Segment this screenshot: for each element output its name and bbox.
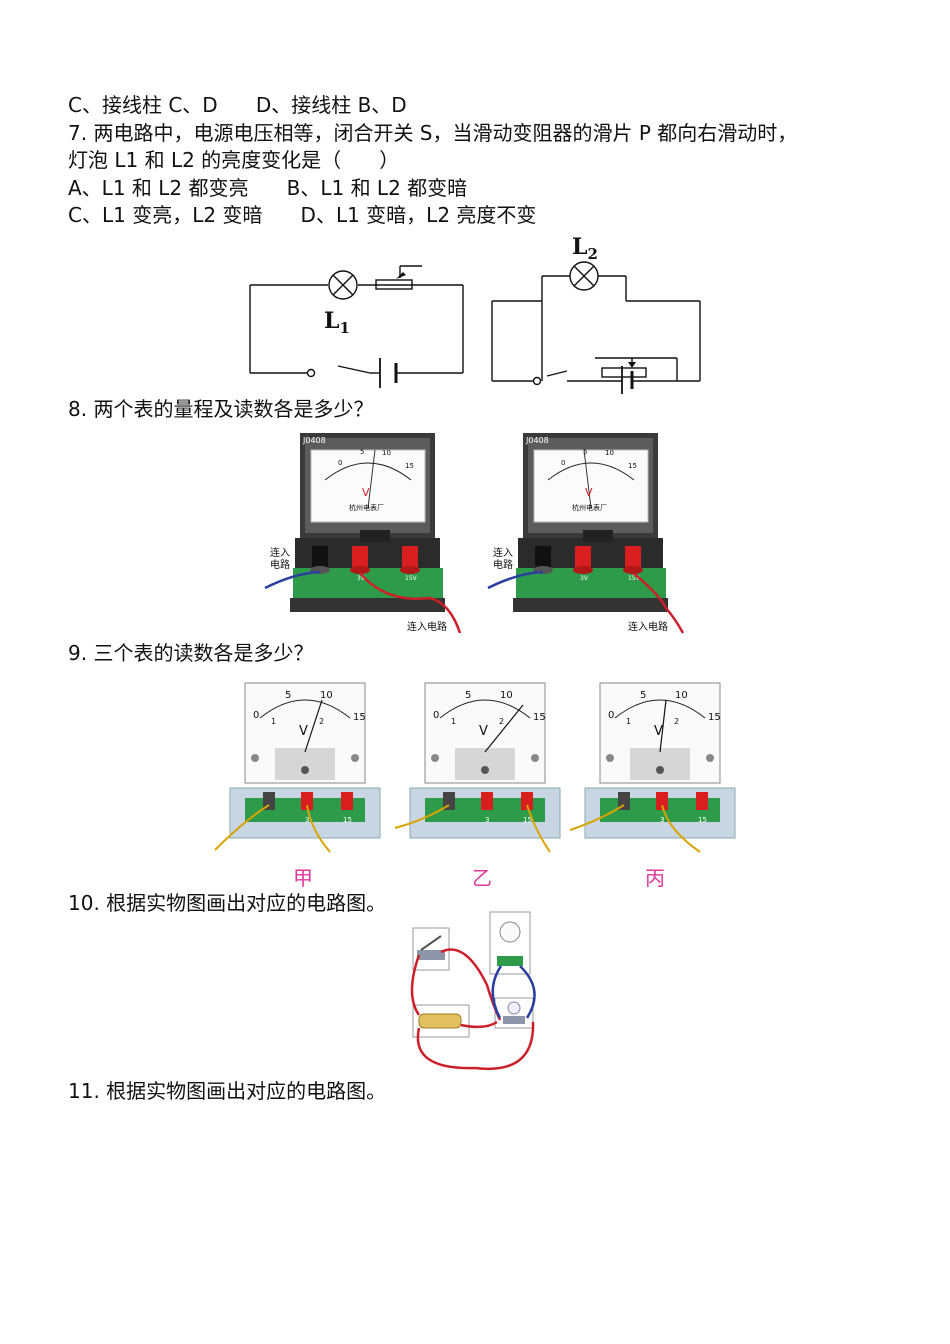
- label-l2: L2: [572, 234, 598, 263]
- svg-text:5: 5: [360, 448, 364, 456]
- svg-text:J0408: J0408: [302, 436, 326, 445]
- svg-text:0: 0: [338, 459, 342, 467]
- svg-text:杭州电表厂: 杭州电表厂: [349, 503, 384, 512]
- svg-text:连入: 连入: [270, 546, 290, 559]
- q7-stem-line1: 7. 两电路中，电源电压相等，闭合开关 S，当滑动变阻器的滑片 P 都向右滑动时…: [68, 121, 798, 145]
- svg-text:3V: 3V: [357, 575, 366, 582]
- caption-yi: 乙: [472, 866, 492, 890]
- q9-voltmeter-jia: 0 5 10 15 1 2 V 3 15: [214, 682, 381, 853]
- q8-meter-left: J0408 0 5 10 15 V 杭州电表厂 3V 15V 连入 电路 连入电…: [264, 433, 462, 634]
- svg-text:15: 15: [533, 712, 546, 723]
- svg-text:15: 15: [353, 712, 366, 723]
- svg-text:V: V: [362, 486, 370, 499]
- svg-text:15V: 15V: [405, 575, 418, 582]
- svg-text:2: 2: [499, 717, 504, 726]
- q9-voltmeter-bing: 0 5 10 15 1 2 V 3 15: [569, 682, 736, 853]
- svg-text:1: 1: [626, 717, 631, 726]
- svg-text:1: 1: [451, 717, 456, 726]
- svg-text:5: 5: [583, 448, 587, 456]
- svg-text:15: 15: [343, 816, 352, 824]
- svg-text:V: V: [585, 486, 593, 499]
- q7-option-cd: C、L1 变亮，L2 变暗 D、L1 变暗，L2 亮度不变: [68, 203, 537, 227]
- svg-text:0: 0: [561, 459, 565, 467]
- q11-stem: 11. 根据实物图画出对应的电路图。: [68, 1079, 387, 1103]
- svg-text:10: 10: [382, 449, 391, 457]
- q8-meter-right: J0408 0 5 10 15 V 杭州电表厂 3V 15V 连入 电路 连入电…: [487, 433, 685, 634]
- svg-text:3V: 3V: [580, 575, 589, 582]
- svg-text:2: 2: [674, 717, 679, 726]
- svg-text:杭州电表厂: 杭州电表厂: [572, 503, 607, 512]
- q10-stem: 10. 根据实物图画出对应的电路图。: [68, 891, 387, 915]
- label-l1: L1: [324, 308, 350, 337]
- svg-text:15: 15: [708, 712, 721, 723]
- svg-text:15: 15: [405, 462, 414, 470]
- svg-text:V: V: [654, 724, 663, 739]
- svg-text:V: V: [299, 724, 308, 739]
- svg-text:电路: 电路: [270, 558, 290, 571]
- svg-text:15: 15: [628, 462, 637, 470]
- svg-text:连入: 连入: [493, 546, 513, 559]
- svg-text:电路: 电路: [493, 558, 513, 571]
- svg-text:5: 5: [640, 690, 646, 701]
- svg-text:10: 10: [605, 449, 614, 457]
- circuit-diagram-l2: L2: [491, 234, 701, 394]
- svg-text:1: 1: [271, 717, 276, 726]
- svg-text:3: 3: [660, 816, 664, 824]
- caption-bing: 丙: [645, 866, 665, 890]
- svg-text:连入电路: 连入电路: [628, 620, 668, 633]
- svg-text:10: 10: [675, 690, 688, 701]
- svg-text:3: 3: [305, 816, 309, 824]
- q7-stem-line2: 灯泡 L1 和 L2 的亮度变化是（ ）: [68, 148, 400, 172]
- svg-text:0: 0: [433, 710, 439, 721]
- svg-text:2: 2: [319, 717, 324, 726]
- q6-options-cd: C、接线柱 C、D D、接线柱 B、D: [68, 93, 407, 117]
- svg-text:15: 15: [523, 816, 532, 824]
- svg-text:J0408: J0408: [525, 436, 549, 445]
- q9-voltmeter-yi: 0 5 10 15 1 2 V 3 15: [394, 682, 561, 853]
- svg-text:10: 10: [500, 690, 513, 701]
- svg-text:5: 5: [465, 690, 471, 701]
- svg-text:10: 10: [320, 690, 333, 701]
- svg-text:0: 0: [608, 710, 614, 721]
- svg-text:15V: 15V: [628, 575, 641, 582]
- svg-text:3: 3: [485, 816, 489, 824]
- circuit-diagram-l1: L1: [249, 265, 464, 388]
- svg-text:5: 5: [285, 690, 291, 701]
- q8-stem: 8. 两个表的量程及读数各是多少？: [68, 397, 374, 421]
- svg-text:15: 15: [698, 816, 707, 824]
- caption-jia: 甲: [293, 866, 313, 890]
- q9-stem: 9. 三个表的读数各是多少？: [68, 641, 314, 665]
- svg-text:连入电路: 连入电路: [407, 620, 447, 633]
- svg-text:0: 0: [253, 710, 259, 721]
- q7-option-ab: A、L1 和 L2 都变亮 B、L1 和 L2 都变暗: [68, 176, 468, 200]
- svg-text:V: V: [479, 724, 488, 739]
- q10-physical-circuit: [410, 911, 536, 1071]
